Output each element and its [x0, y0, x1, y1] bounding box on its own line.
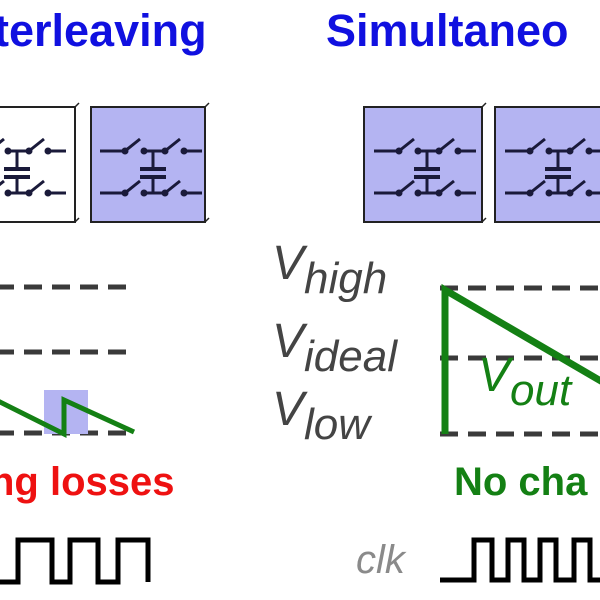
v-ideal-label: Videal [272, 315, 397, 379]
left-clock-waveform [0, 537, 151, 585]
v-high-subscript: high [304, 254, 388, 303]
v-high-symbol: V [272, 237, 305, 290]
sc-cell-active-right-2 [494, 106, 600, 223]
interleaving-title: terleaving [0, 5, 207, 56]
right-output-waveform [441, 283, 600, 434]
v-out-subscript: out [510, 366, 572, 415]
simultaneous-title: Simultaneo [326, 5, 569, 56]
sc-cell-active-left [90, 102, 210, 223]
sc-cell-active-right-1 [363, 102, 487, 223]
no-change-caption: No cha [454, 460, 588, 504]
left-output-waveform [0, 396, 136, 439]
v-low-symbol: V [272, 383, 305, 436]
sc-cell-inactive [0, 102, 80, 223]
v-low-label: Vlow [272, 383, 370, 447]
v-ideal-symbol: V [272, 315, 305, 368]
v-high-label: Vhigh [272, 237, 387, 301]
clock-label: clk [356, 538, 405, 582]
v-out-label: Vout [478, 349, 571, 413]
v-out-symbol: V [478, 349, 511, 402]
v-low-subscript: low [304, 400, 371, 449]
switching-losses-caption: ng losses [0, 460, 175, 504]
right-clock-waveform [440, 537, 600, 583]
v-ideal-subscript: ideal [304, 332, 397, 381]
